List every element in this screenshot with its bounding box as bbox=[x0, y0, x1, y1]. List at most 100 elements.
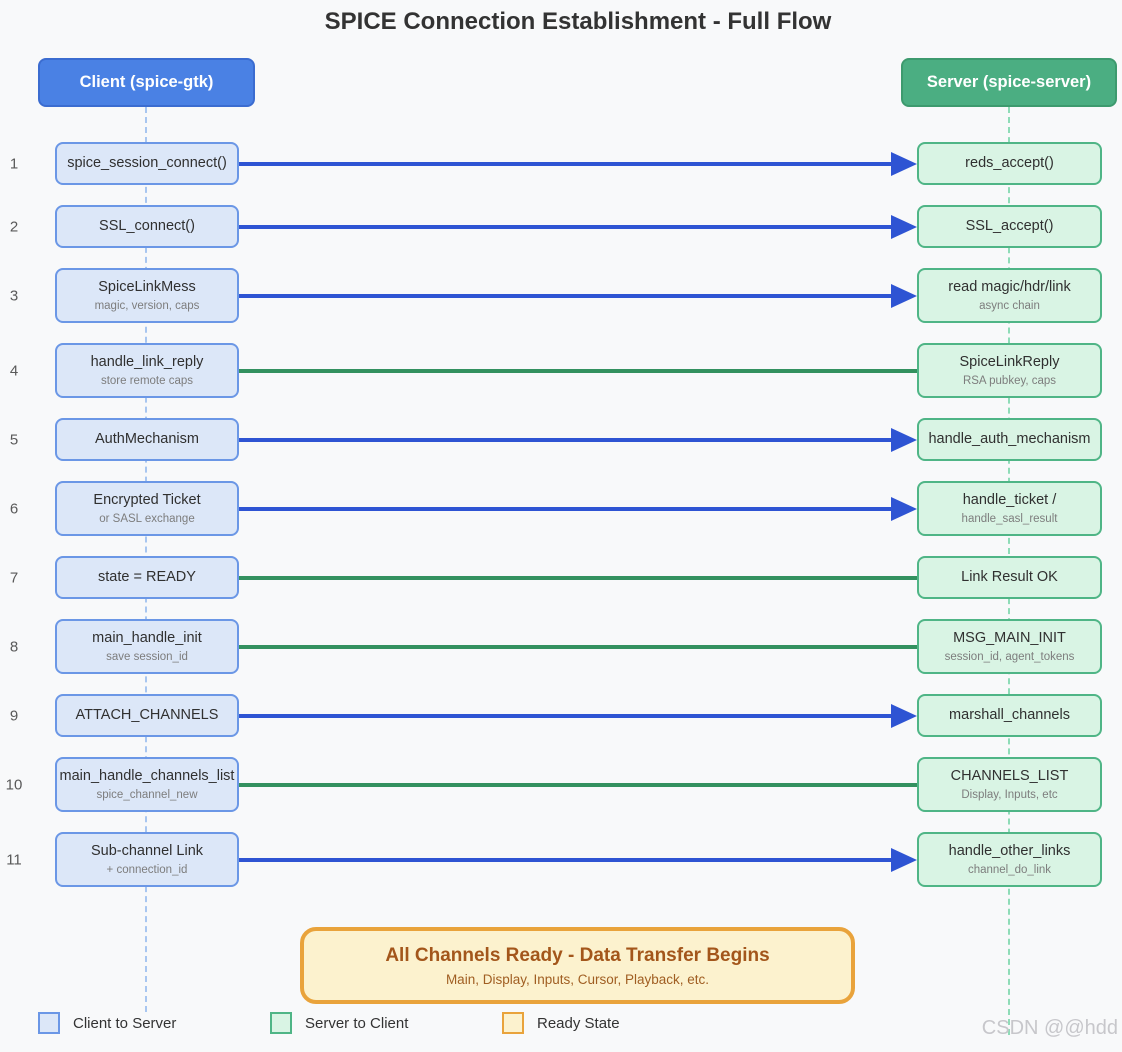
server-step-box: marshall_channels bbox=[917, 694, 1102, 737]
step-number: 2 bbox=[9, 218, 19, 235]
step-number: 4 bbox=[9, 362, 19, 379]
connector-line bbox=[239, 293, 895, 298]
client-step-label: main_handle_channels_list bbox=[59, 767, 235, 784]
client-to-server-swatch-icon bbox=[38, 1012, 60, 1034]
client-to-server-arrow bbox=[239, 283, 917, 309]
server-step-sublabel: async chain bbox=[979, 299, 1040, 312]
server-step-sublabel: Display, Inputs, etc bbox=[961, 788, 1058, 801]
server-to-client-line bbox=[239, 565, 917, 591]
server-step-box: handle_ticket /handle_sasl_result bbox=[917, 481, 1102, 536]
ready-state-swatch-icon bbox=[502, 1012, 524, 1034]
legend-label: Client to Server bbox=[73, 1014, 177, 1032]
ready-state-subtitle: Main, Display, Inputs, Cursor, Playback,… bbox=[445, 971, 710, 987]
step-number: 11 bbox=[6, 851, 22, 868]
server-step-label: handle_other_links bbox=[948, 842, 1071, 859]
legend-label: Server to Client bbox=[305, 1014, 409, 1032]
client-step-label: state = READY bbox=[98, 569, 196, 586]
client-step-box: ATTACH_CHANNELS bbox=[55, 694, 239, 737]
client-to-server-arrow bbox=[239, 427, 917, 453]
connector-line bbox=[239, 782, 917, 787]
client-step-box: SSL_connect() bbox=[55, 205, 239, 248]
flow-row: 5 AuthMechanism handle_auth_mechanism bbox=[0, 418, 1122, 461]
arrowhead-icon bbox=[891, 427, 917, 452]
client-to-server-arrow bbox=[239, 214, 917, 240]
flow-row: 7 state = READY Link Result OK bbox=[0, 556, 1122, 599]
legend-item-client-to-server: Client to Server bbox=[38, 1012, 270, 1034]
server-to-client-line bbox=[239, 358, 917, 384]
step-number: 7 bbox=[9, 569, 19, 586]
flow-row: 10 main_handle_channels_list spice_channel… bbox=[0, 757, 1122, 812]
client-step-label: AuthMechanism bbox=[95, 431, 199, 448]
client-to-server-arrow bbox=[239, 703, 917, 729]
connector-line bbox=[239, 575, 917, 580]
arrowhead-icon bbox=[891, 703, 917, 728]
page-title: SPICE Connection Establishment - Full Fl… bbox=[324, 8, 832, 35]
connector-line bbox=[239, 437, 895, 442]
server-step-label: SSL_accept() bbox=[965, 218, 1054, 235]
connector-line bbox=[239, 713, 895, 718]
client-step-label: handle_link_reply bbox=[90, 353, 204, 370]
server-step-box: reds_accept() bbox=[917, 142, 1102, 185]
watermark: CSDN @@hdd bbox=[981, 1017, 1118, 1039]
connector-line bbox=[239, 224, 895, 229]
server-step-box: handle_other_links channel_do_link bbox=[917, 832, 1102, 887]
client-to-server-arrow bbox=[239, 847, 917, 873]
client-step-box: state = READY bbox=[55, 556, 239, 599]
arrowhead-icon bbox=[891, 214, 917, 239]
server-step-label: Link Result OK bbox=[961, 569, 1058, 586]
connector-line bbox=[239, 644, 917, 649]
server-actor-header: Server (spice-server) bbox=[901, 58, 1117, 107]
legend-item-server-to-client: Server to Client bbox=[270, 1012, 502, 1034]
client-step-sublabel: save session_id bbox=[106, 650, 188, 663]
client-step-box: AuthMechanism bbox=[55, 418, 239, 461]
client-step-label: Encrypted Ticket bbox=[93, 491, 201, 508]
step-number: 10 bbox=[5, 776, 23, 793]
server-to-client-line bbox=[239, 772, 917, 798]
legend-item-ready-state: Ready State bbox=[502, 1012, 734, 1034]
connector-line bbox=[239, 368, 917, 373]
step-number: 5 bbox=[9, 431, 19, 448]
server-step-label: reds_accept() bbox=[965, 155, 1054, 172]
connector-line bbox=[239, 161, 895, 166]
step-number: 6 bbox=[9, 500, 19, 517]
step-number: 1 bbox=[9, 155, 19, 172]
connector-line bbox=[239, 506, 895, 511]
server-step-label: marshall_channels bbox=[949, 707, 1070, 724]
client-step-sublabel: spice_channel_new bbox=[96, 788, 198, 801]
client-step-sublabel: + connection_id bbox=[106, 863, 188, 876]
server-step-sublabel: channel_do_link bbox=[967, 863, 1052, 876]
client-step-label: SpiceLinkMess bbox=[98, 278, 196, 295]
arrowhead-icon bbox=[891, 151, 917, 176]
server-step-label: handle_ticket / bbox=[962, 491, 1057, 508]
server-to-client-line bbox=[239, 634, 917, 660]
server-step-label: handle_auth_mechanism bbox=[928, 431, 1091, 448]
ready-state-box: All Channels Ready - Data Transfer Begin… bbox=[300, 927, 855, 1004]
client-step-label: main_handle_init bbox=[92, 629, 202, 646]
server-step-label: MSG_MAIN_INIT bbox=[953, 629, 1066, 646]
step-number: 3 bbox=[9, 287, 19, 304]
connector-line bbox=[239, 857, 895, 862]
step-number: 8 bbox=[9, 638, 19, 655]
server-step-box: SSL_accept() bbox=[917, 205, 1102, 248]
legend: Client to Server Server to Client Ready … bbox=[38, 1012, 734, 1034]
client-to-server-arrow bbox=[239, 151, 917, 177]
ready-state-title: All Channels Ready - Data Transfer Begin… bbox=[385, 944, 770, 966]
server-step-label: CHANNELS_LIST bbox=[950, 767, 1069, 784]
server-step-box: Link Result OK bbox=[917, 556, 1102, 599]
client-actor-header: Client (spice-gtk) bbox=[38, 58, 255, 107]
client-actor-label: Client (spice-gtk) bbox=[79, 73, 214, 91]
